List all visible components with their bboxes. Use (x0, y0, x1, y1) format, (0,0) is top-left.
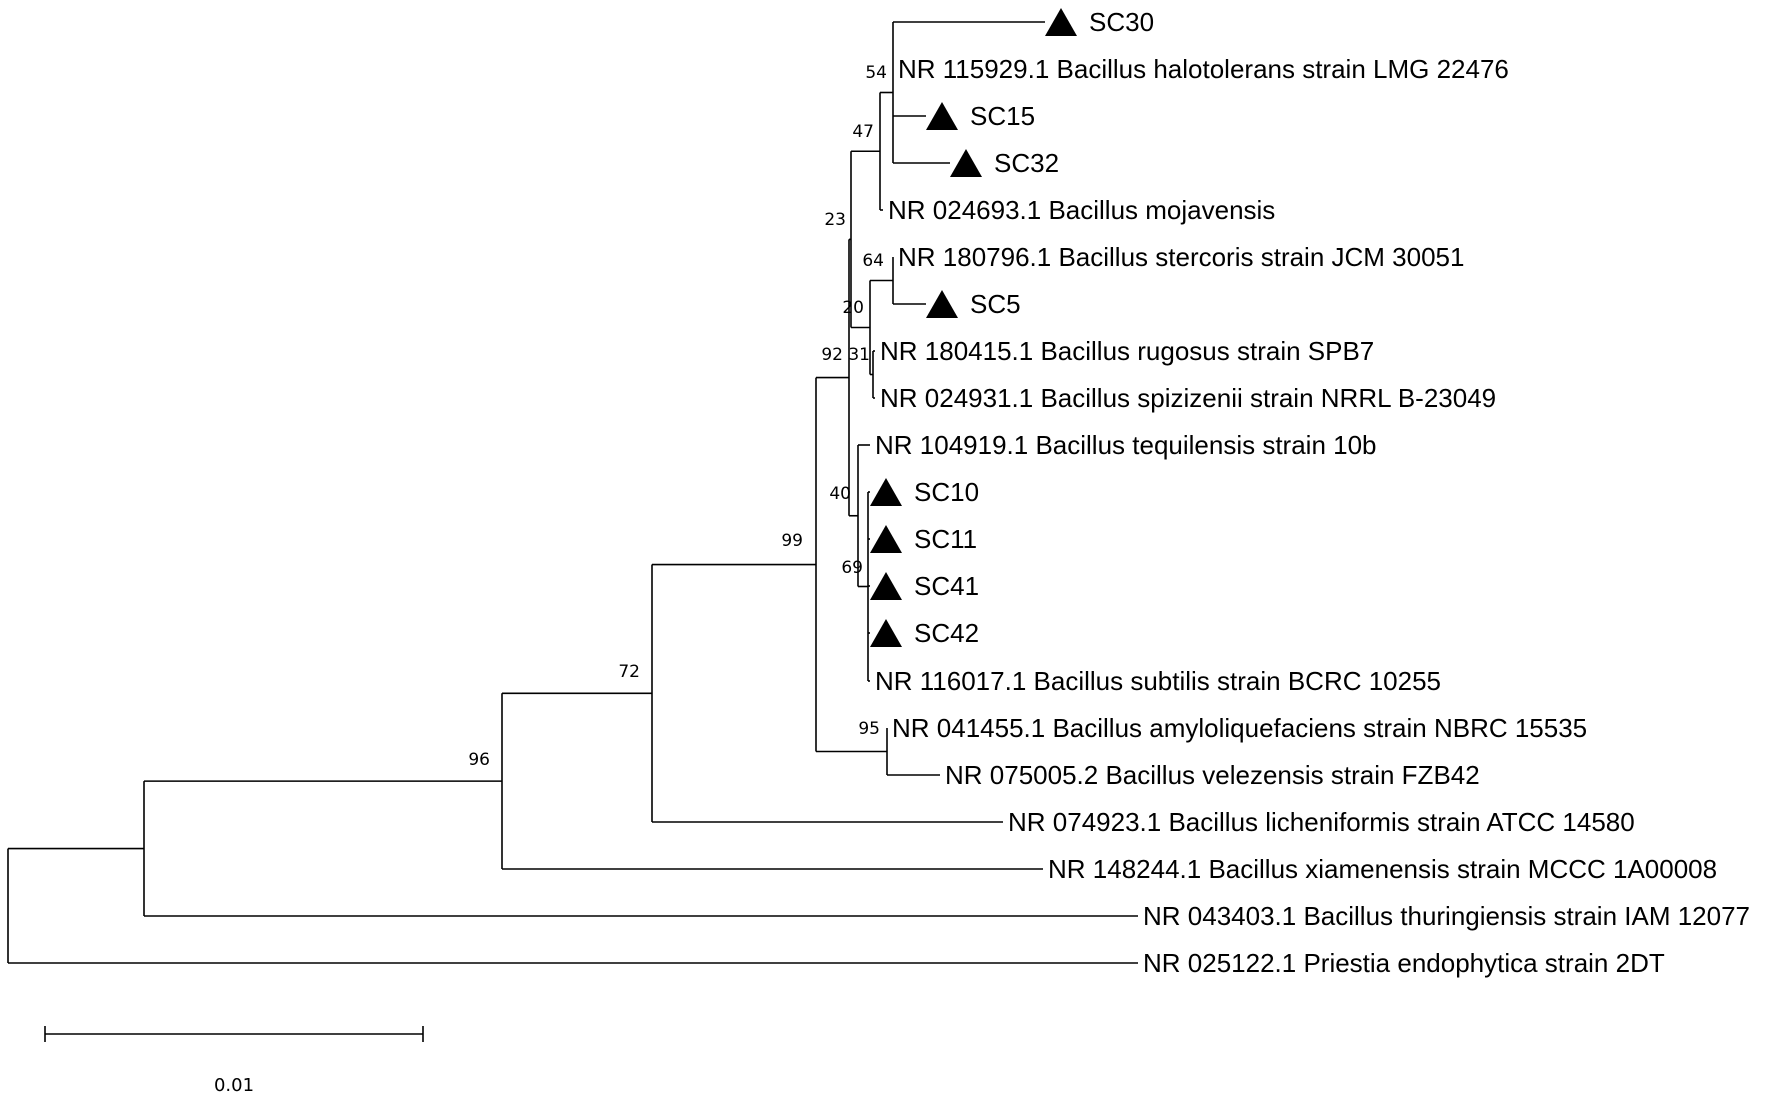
isolate-triangle-icon (926, 102, 958, 130)
taxon-label-spizizenii: NR 024931.1 Bacillus spizizenii strain N… (880, 383, 1496, 413)
isolate-triangle-icon (870, 572, 902, 600)
taxon-label-tequilensis: NR 104919.1 Bacillus tequilensis strain … (875, 430, 1377, 460)
bootstrap-value-n64: 64 (862, 251, 884, 271)
bootstrap-values: 54 47 64 31 20 23 69 40 92 95 99 72 96 (468, 63, 887, 770)
bootstrap-value-n54: 54 (865, 63, 887, 83)
taxon-label-sc15: SC15 (970, 101, 1035, 131)
isolate-triangle-icon (870, 478, 902, 506)
isolate-triangle-icon (1045, 8, 1077, 36)
bootstrap-value-n72: 72 (618, 662, 640, 682)
isolate-triangle-icon (870, 619, 902, 647)
taxon-label-sc32: SC32 (994, 148, 1059, 178)
isolate-triangle-icon (926, 290, 958, 318)
bootstrap-value-n92: 92 (821, 345, 843, 365)
bootstrap-value-n96: 96 (468, 750, 490, 770)
taxon-label-subtilis: NR 116017.1 Bacillus subtilis strain BCR… (875, 666, 1441, 696)
taxon-label-priestia: NR 025122.1 Priestia endophytica strain … (1143, 948, 1665, 978)
bootstrap-value-n31: 31 (848, 345, 870, 365)
tree-branches (7, 21, 1138, 964)
taxon-label-halotolerans: NR 115929.1 Bacillus halotolerans strain… (898, 54, 1509, 84)
isolate-markers (870, 8, 1077, 647)
taxon-label-rugosus: NR 180415.1 Bacillus rugosus strain SPB7 (880, 336, 1374, 366)
isolate-triangle-icon (870, 525, 902, 553)
taxon-label-xiamenensis: NR 148244.1 Bacillus xiamenensis strain … (1048, 854, 1717, 884)
taxon-label-mojavensis: NR 024693.1 Bacillus mojavensis (888, 195, 1275, 225)
taxon-labels: SC30 NR 115929.1 Bacillus halotolerans st… (875, 7, 1750, 978)
bootstrap-value-n69: 69 (841, 558, 863, 578)
scale-bar: 0.01 (44, 1026, 424, 1096)
taxon-label-velezensis: NR 075005.2 Bacillus velezensis strain F… (945, 760, 1480, 790)
taxon-label-stercoris: NR 180796.1 Bacillus stercoris strain JC… (898, 242, 1464, 272)
taxon-label-sc5: SC5 (970, 289, 1021, 319)
taxon-label-thuringiensis: NR 043403.1 Bacillus thuringiensis strai… (1143, 901, 1750, 931)
bootstrap-value-n40: 40 (829, 484, 851, 504)
taxon-label-sc11: SC11 (914, 524, 977, 554)
bootstrap-value-n20: 20 (842, 298, 864, 318)
isolate-triangle-icon (950, 149, 982, 177)
bootstrap-value-n47: 47 (852, 122, 874, 142)
taxon-label-sc42: SC42 (914, 618, 979, 648)
bootstrap-value-n23: 23 (824, 210, 846, 230)
taxon-label-sc41: SC41 (914, 571, 979, 601)
scale-bar-label: 0.01 (214, 1075, 254, 1096)
taxon-label-sc10: SC10 (914, 477, 979, 507)
taxon-label-licheniformis: NR 074923.1 Bacillus licheniformis strai… (1008, 807, 1635, 837)
taxon-label-sc30: SC30 (1089, 7, 1154, 37)
bootstrap-value-n95: 95 (858, 719, 880, 739)
bootstrap-value-n99: 99 (781, 531, 803, 551)
taxon-label-amyloliquefaciens: NR 041455.1 Bacillus amyloliquefaciens s… (892, 713, 1587, 743)
